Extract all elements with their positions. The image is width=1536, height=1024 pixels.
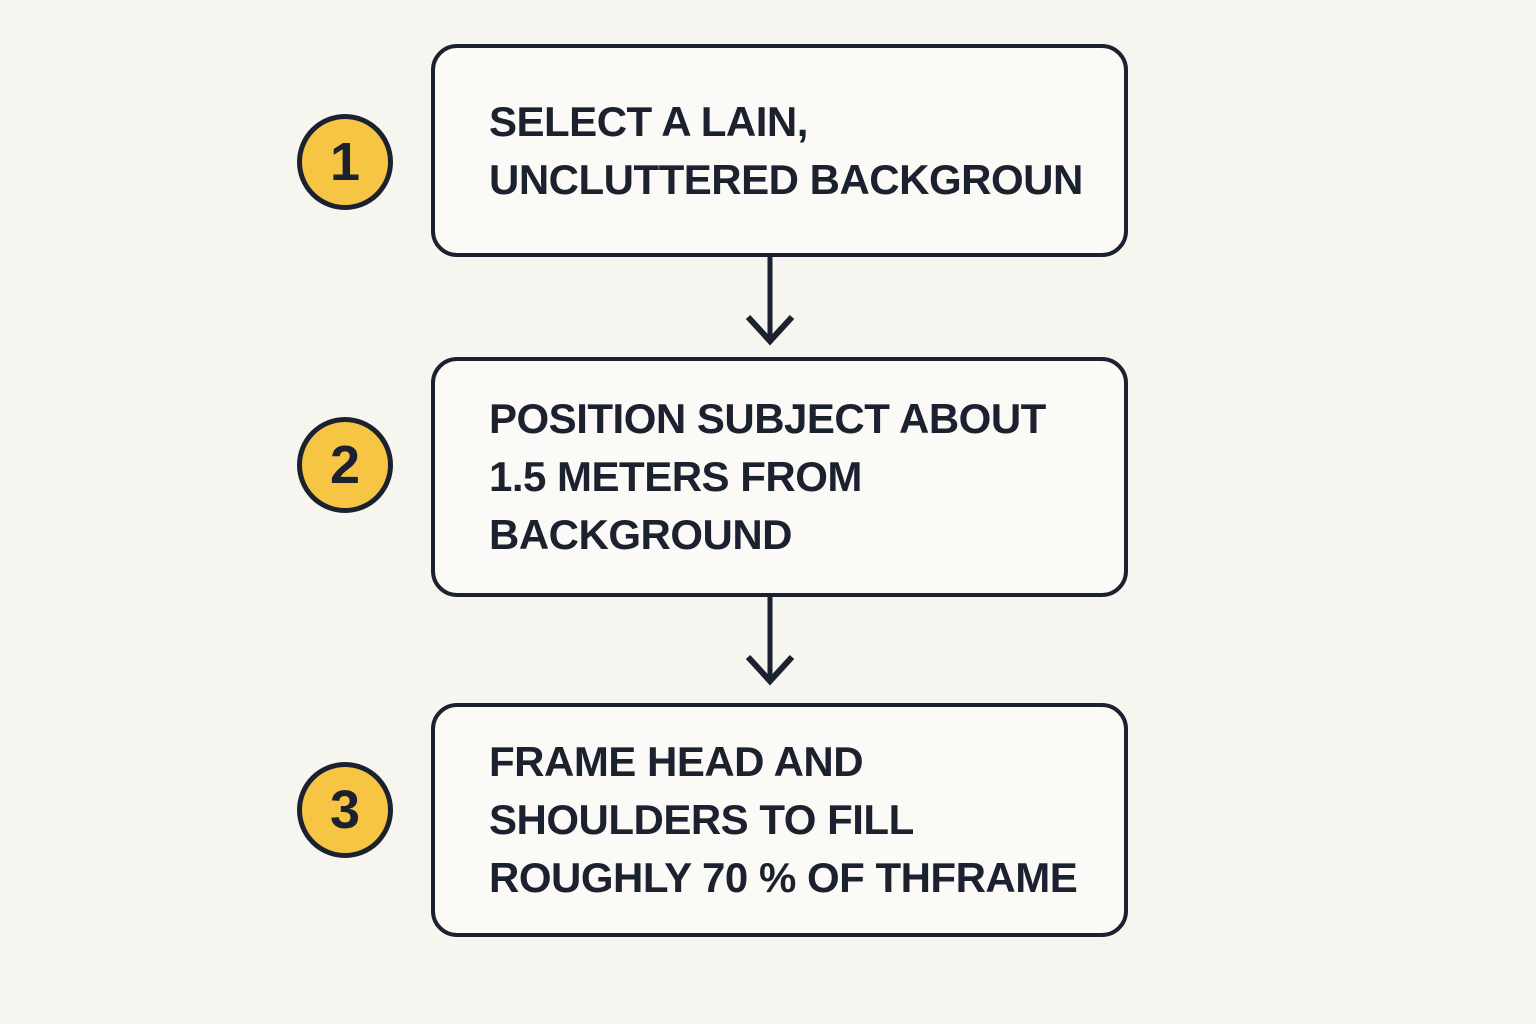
step-1-text: SELECT A LAIN, UNCLUTTERED BACKGROUN (489, 93, 1083, 209)
step-3-line-3: ROUGHLY 70 % OF THFRAME (489, 854, 1078, 901)
step-2-line-3: BACKGROUND (489, 511, 792, 558)
step-3-number-badge: 3 (297, 762, 393, 858)
step-3-box: FRAME HEAD AND SHOULDERS TO FILL ROUGHLY… (431, 703, 1128, 937)
step-2-line-2: 1.5 METERS FROM (489, 453, 862, 500)
arrow-down-icon (745, 597, 795, 686)
step-3-line-1: FRAME HEAD AND (489, 738, 864, 785)
step-1-line-2: UNCLUTTERED BACKGROUN (489, 155, 1083, 203)
step-3-line-2: SHOULDERS TO FILL (489, 796, 914, 843)
step-2-text: POSITION SUBJECT ABOUT 1.5 METERS FROM B… (489, 390, 1046, 564)
step-1-line-1: SELECT A LAIN, (489, 97, 808, 145)
step-2-box: POSITION SUBJECT ABOUT 1.5 METERS FROM B… (431, 357, 1128, 597)
arrow-down-icon (745, 257, 795, 346)
step-1-number-badge: 1 (297, 114, 393, 210)
step-1-box: SELECT A LAIN, UNCLUTTERED BACKGROUN (431, 44, 1128, 257)
step-3-text: FRAME HEAD AND SHOULDERS TO FILL ROUGHLY… (489, 733, 1078, 907)
step-1-number: 1 (329, 132, 361, 192)
step-3-number: 3 (329, 780, 361, 840)
step-2-number: 2 (329, 435, 361, 495)
step-2-line-1: POSITION SUBJECT ABOUT (489, 395, 1046, 442)
step-2-number-badge: 2 (297, 417, 393, 513)
